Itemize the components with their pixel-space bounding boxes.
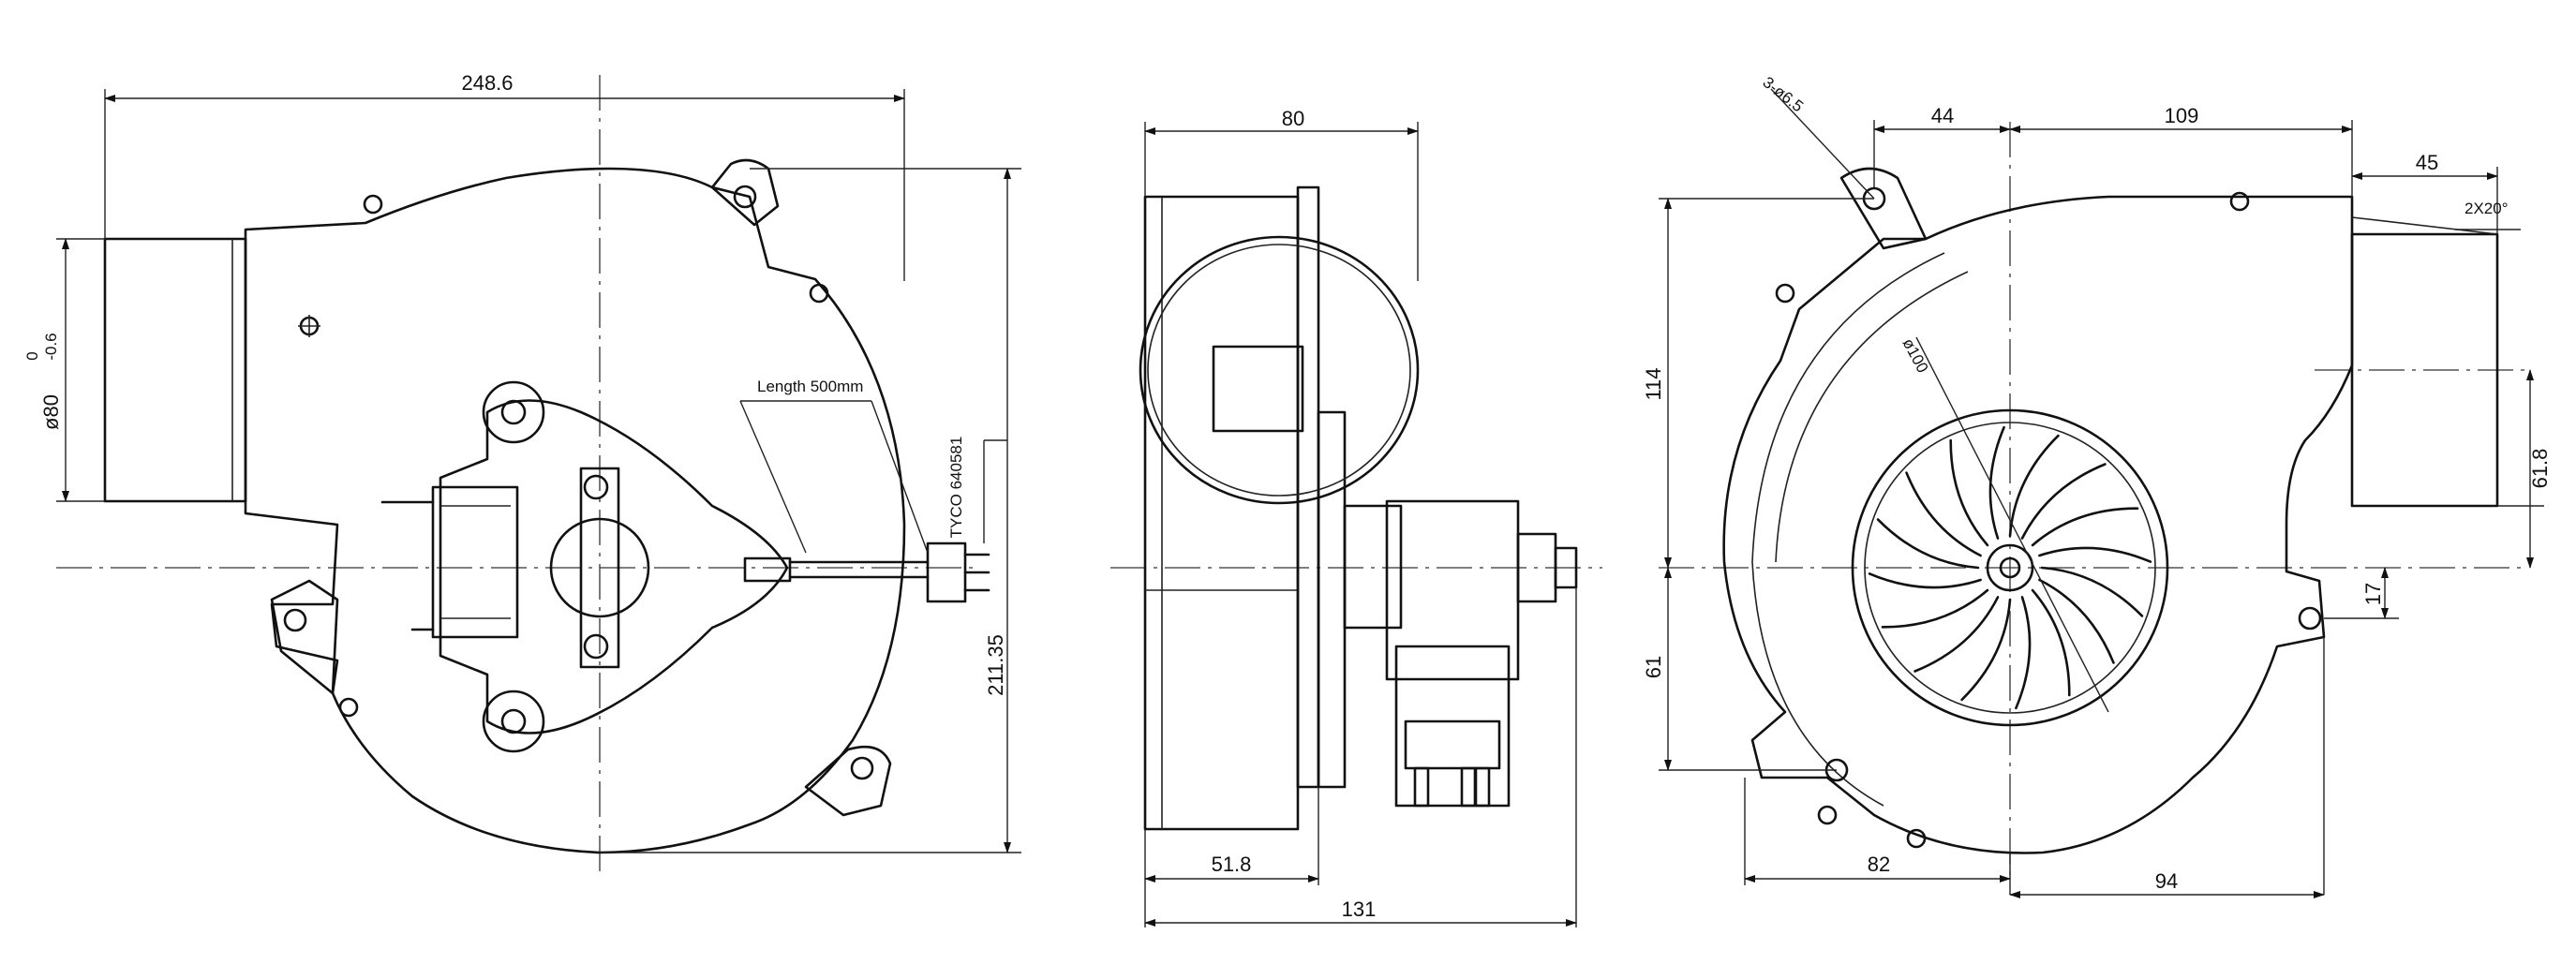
back-view: 44 109 45 2X20° 3-ø6.5 114 61 61.8 17 ø1… bbox=[1642, 73, 2552, 898]
front-inlet-tol-lower: -0.6 bbox=[42, 333, 60, 360]
side-terminal-1 bbox=[1413, 766, 1430, 808]
side-motor-front bbox=[1343, 504, 1403, 630]
impeller-blade bbox=[1913, 596, 2000, 673]
front-tab-bottom bbox=[804, 745, 892, 817]
impeller-blade bbox=[2038, 546, 2152, 563]
impeller-blade bbox=[1960, 598, 2012, 702]
side-housing-outline bbox=[1143, 195, 1300, 831]
back-taper-label: 2X20° bbox=[2464, 200, 2509, 217]
side-terminal-3 bbox=[1474, 766, 1491, 808]
back-screw-3 bbox=[1817, 805, 1838, 825]
front-inlet-tube bbox=[103, 237, 247, 503]
impeller-blade bbox=[1988, 425, 2005, 540]
side-overall-dim: 131 bbox=[1342, 897, 1377, 921]
side-terminal-block bbox=[1404, 719, 1501, 770]
impeller-blade bbox=[1876, 518, 1980, 570]
front-tab-left-hole bbox=[283, 608, 307, 632]
front-bracket-mount-top bbox=[482, 380, 545, 444]
impeller-blade bbox=[2031, 588, 2071, 697]
back-top-left-dim: 44 bbox=[1931, 104, 1954, 127]
front-tab-top bbox=[710, 158, 780, 227]
front-inlet-tol-upper: 0 bbox=[23, 351, 41, 360]
back-impeller-blades bbox=[1868, 425, 2152, 710]
back-housing-outline bbox=[1722, 195, 2354, 854]
front-tab-bottom-hole bbox=[850, 756, 874, 780]
front-motor-coil bbox=[431, 485, 519, 639]
back-holes-label: 3-ø6.5 bbox=[1760, 73, 1807, 115]
side-terminal-2 bbox=[1460, 766, 1477, 808]
back-left-lower-dim: 61 bbox=[1642, 656, 1665, 678]
front-tab-left bbox=[270, 579, 339, 695]
front-tab-top-hole bbox=[733, 185, 757, 209]
back-bottom-left-dim: 82 bbox=[1868, 853, 1890, 876]
back-screw-4 bbox=[1906, 828, 1927, 849]
side-flange bbox=[1296, 185, 1320, 789]
impeller-blade bbox=[1905, 471, 1982, 557]
side-flange-2 bbox=[1317, 410, 1347, 789]
side-top-dim: 80 bbox=[1282, 107, 1304, 130]
back-screw-2 bbox=[2229, 191, 2250, 212]
front-width-dim: 248.6 bbox=[461, 71, 513, 95]
impeller-blade bbox=[1949, 438, 1989, 547]
side-view: 80 51.8 131 bbox=[1110, 107, 1602, 927]
front-motor-shaft bbox=[579, 467, 620, 669]
impeller-blade bbox=[2040, 566, 2144, 617]
front-screw-2 bbox=[809, 283, 829, 304]
front-inlet-dim: ø80 bbox=[39, 394, 63, 430]
side-inlet-vane bbox=[1212, 345, 1304, 433]
back-impeller-hub bbox=[1986, 543, 2034, 592]
back-impeller-outer bbox=[1851, 408, 2169, 727]
back-top-mid-dim: 109 bbox=[2165, 104, 2199, 127]
side-motor-body bbox=[1385, 499, 1520, 681]
impeller-blade bbox=[1881, 588, 1989, 629]
back-tab-right-hole bbox=[2298, 606, 2322, 630]
connector-label: TYCO 640581 bbox=[947, 437, 965, 539]
back-impeller-dim: ø100 bbox=[1898, 335, 1931, 376]
impeller-blade bbox=[2020, 463, 2107, 540]
front-view: 248.6 211.35 ø80 0 -0.6 Length 500mm TYC… bbox=[23, 71, 1021, 871]
front-screw-1 bbox=[363, 194, 383, 215]
back-screw-1 bbox=[1775, 283, 1795, 304]
back-left-upper-dim: 114 bbox=[1642, 367, 1665, 400]
front-housing-outline bbox=[244, 167, 906, 854]
front-cable-gland bbox=[743, 556, 792, 583]
impeller-blade bbox=[2015, 596, 2032, 710]
back-tab-top bbox=[1839, 167, 1928, 250]
front-motor-shaft-boss bbox=[549, 517, 650, 618]
front-height-dim: 211.35 bbox=[984, 634, 1007, 696]
front-connector bbox=[926, 541, 967, 603]
impeller-blade bbox=[2038, 578, 2115, 664]
impeller-blade bbox=[2031, 507, 2139, 547]
cable-length-label: Length 500mm bbox=[757, 378, 863, 395]
impeller-blade bbox=[1868, 572, 1982, 589]
side-motor-coil bbox=[1394, 645, 1511, 808]
front-screw-3 bbox=[338, 697, 359, 718]
back-bottom-right-dim: 94 bbox=[2155, 869, 2178, 893]
back-top-right-dim: 45 bbox=[2416, 151, 2438, 174]
front-motor-bracket bbox=[439, 399, 789, 734]
back-outlet-duct bbox=[2350, 232, 2499, 508]
side-left-dim: 51.8 bbox=[1212, 853, 1252, 876]
back-right-offset-dim: 17 bbox=[2361, 583, 2385, 605]
impeller-blade bbox=[2008, 434, 2060, 538]
front-bracket-mount-bottom bbox=[482, 690, 545, 753]
back-right-outlet-dim: 61.8 bbox=[2528, 449, 2552, 489]
side-inlet-circle bbox=[1139, 235, 1420, 505]
